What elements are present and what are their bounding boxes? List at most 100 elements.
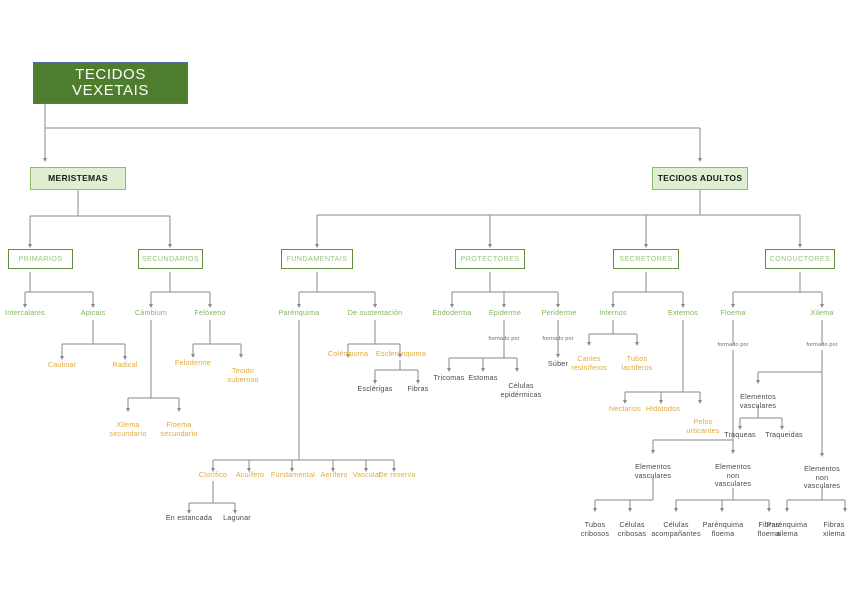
node-traqueidas-label: Traqueidas	[765, 430, 803, 439]
note-periderme-formado-por-label: formado por	[542, 336, 574, 342]
node-cambium[interactable]: Cámbium	[124, 308, 178, 317]
node-canles-resiniferos-label: Canles resiníferos	[571, 354, 607, 372]
node-fundamentais-label: FUNDAMENTAIS	[286, 254, 348, 264]
node-vascular[interactable]: Vascular	[347, 470, 387, 479]
node-secundarios[interactable]: SECUNDARIOS	[138, 249, 203, 269]
node-parenquima-label: Parénquima	[278, 308, 320, 317]
node-caulinar[interactable]: Caulinar	[36, 360, 88, 369]
node-radical-label: Radical	[112, 360, 138, 369]
node-traqueas[interactable]: Tráqueas	[718, 430, 762, 439]
node-fibras-floema[interactable]: Fibras floema	[749, 513, 789, 538]
node-periderme[interactable]: Periderme	[533, 308, 585, 317]
node-feloderme[interactable]: Feloderme	[165, 358, 221, 367]
node-conductores[interactable]: CONDUCTORES	[765, 249, 835, 269]
node-aerifero-label: Aerífero	[320, 470, 348, 479]
node-feloxeno-label: Felóxeno	[194, 308, 226, 317]
node-parenquima-xilema[interactable]: Parénquima xilema	[763, 513, 811, 538]
node-tecido-suberoso-label: Tecido suberoso	[227, 366, 259, 384]
node-protectores-label: PROTECTORES	[460, 254, 520, 264]
node-xilema-elementos-non-vasculares[interactable]: Elementos non vasculares	[795, 457, 848, 491]
node-pelos-urticantes-label: Pelos urticantes	[686, 417, 720, 435]
node-fibras-floema-label: Fibras floema	[757, 520, 781, 538]
node-meristemas[interactable]: MERISTEMAS	[30, 167, 126, 190]
node-floema-elementos-vasculares-label: Elementos vasculares	[634, 462, 672, 480]
node-xilema-secundario[interactable]: Xilema secundario	[100, 413, 156, 438]
node-suber-label: Súber	[547, 359, 569, 368]
node-tubos-cribosos[interactable]: Tubos cribosos	[573, 513, 617, 538]
node-secretores[interactable]: SECRETORES	[613, 249, 679, 269]
node-celulas-epidermicas[interactable]: Células epidérmicas	[495, 374, 547, 399]
node-fundamentais[interactable]: FUNDAMENTAIS	[281, 249, 353, 269]
node-epiderme[interactable]: Epiderme	[479, 308, 531, 317]
node-lagunar-label: Lagunar	[223, 513, 251, 522]
node-aerifero[interactable]: Aerífero	[314, 470, 354, 479]
node-feloderme-label: Feloderme	[174, 358, 212, 367]
node-primarios-label: PRIMARIOS	[18, 254, 63, 264]
node-xilema-elementos-non-vasculares-label: Elementos non vasculares	[803, 464, 841, 491]
node-de-sustentacion[interactable]: De sustentación	[336, 308, 414, 317]
node-tricomas[interactable]: Tricomas	[426, 373, 472, 382]
node-pelos-urticantes[interactable]: Pelos urticantes	[679, 410, 727, 435]
node-xilema-elementos-vasculares[interactable]: Elementos vasculares	[731, 385, 785, 410]
node-parenquima-floema[interactable]: Parénquima floema	[697, 513, 749, 538]
node-protectores[interactable]: PROTECTORES	[455, 249, 525, 269]
node-radical[interactable]: Radical	[100, 360, 150, 369]
node-tecidos-adultos-label: TECIDOS ADULTOS	[657, 172, 743, 183]
node-cambium-label: Cámbium	[134, 308, 168, 317]
node-xilema[interactable]: Xilema	[799, 308, 845, 317]
node-epiderme-label: Epiderme	[488, 308, 522, 317]
node-hidatodos-label: Hidátodos	[645, 404, 681, 413]
node-tecidos-adultos[interactable]: TECIDOS ADULTOS	[652, 167, 748, 190]
node-fibras-xilema[interactable]: Fibras xilema	[814, 513, 848, 538]
node-floema-elementos-vasculares[interactable]: Elementos vasculares	[626, 455, 680, 480]
node-apicais[interactable]: Apicais	[68, 308, 118, 317]
note-xilema-formado-por-label: formado por	[806, 342, 838, 348]
node-primarios[interactable]: PRIMARIOS	[8, 249, 73, 269]
node-suber[interactable]: Súber	[538, 359, 578, 368]
node-floema[interactable]: Floema	[710, 308, 756, 317]
node-esclerenquima[interactable]: Esclerénquima	[370, 349, 432, 358]
node-feloxeno[interactable]: Felóxeno	[183, 308, 237, 317]
node-esclerigas[interactable]: Esclérigas	[351, 384, 399, 393]
node-root-tecidos-vexetais[interactable]: TECIDOS VEXETAIS	[33, 62, 188, 104]
note-epiderme-formado-por: formado por	[480, 336, 528, 343]
node-de-reserva-label: De reserva	[378, 470, 416, 479]
node-lagunar[interactable]: Lagunar	[215, 513, 259, 522]
node-floema-secundario-label: Floema secundario	[160, 420, 198, 438]
node-intercalares[interactable]: Intercalares	[0, 308, 57, 317]
node-en-estancada[interactable]: En estancada	[160, 513, 218, 522]
node-internos[interactable]: Internos	[588, 308, 638, 317]
node-tecido-suberoso[interactable]: Tecido suberoso	[219, 359, 267, 384]
node-tubos-lactiferos[interactable]: Tubos lactíferos	[614, 347, 660, 372]
node-colenquima[interactable]: Colénquima	[321, 349, 375, 358]
node-externos[interactable]: Externos	[658, 308, 708, 317]
node-estomas[interactable]: Estomas	[461, 373, 505, 382]
node-floema-elementos-non-vasculares[interactable]: Elementos non vasculares	[706, 455, 760, 489]
node-parenquima[interactable]: Parénquima	[266, 308, 332, 317]
node-meristemas-label: MERISTEMAS	[48, 172, 108, 183]
node-floema-secundario[interactable]: Floema secundario	[151, 413, 207, 438]
node-celulas-cribosas[interactable]: Células cribosas	[610, 513, 654, 538]
node-de-reserva[interactable]: De reserva	[373, 470, 421, 479]
node-vascular-label: Vascular	[352, 470, 382, 479]
node-celulas-acompanantes[interactable]: Células acompañantes	[650, 513, 702, 538]
node-conductores-label: CONDUCTORES	[769, 254, 831, 264]
node-xilema-elementos-vasculares-label: Elementos vasculares	[739, 392, 777, 410]
node-fibras[interactable]: Fibras	[398, 384, 438, 393]
node-endoderma-label: Endoderma	[432, 308, 472, 317]
note-floema-formado-por: formado por	[709, 342, 757, 349]
node-de-sustentacion-label: De sustentación	[347, 308, 403, 317]
node-nectarios[interactable]: Nectarios	[602, 404, 648, 413]
node-acuifero[interactable]: Acuífero	[229, 470, 271, 479]
node-traqueidas[interactable]: Traqueidas	[761, 430, 807, 439]
node-xilema-secundario-label: Xilema secundario	[109, 420, 147, 438]
node-fundamental[interactable]: Fundamental	[265, 470, 321, 479]
note-epiderme-formado-por-label: formado por	[488, 336, 520, 342]
node-endoderma[interactable]: Endoderma	[424, 308, 480, 317]
node-secundarios-label: SECUNDARIOS	[141, 254, 200, 264]
node-tubos-cribosos-label: Tubos cribosos	[580, 520, 610, 538]
node-canles-resiniferos[interactable]: Canles resiníferos	[565, 347, 613, 372]
node-clorifico[interactable]: Clorífico	[191, 470, 235, 479]
node-hidatodos[interactable]: Hidátodos	[639, 404, 687, 413]
